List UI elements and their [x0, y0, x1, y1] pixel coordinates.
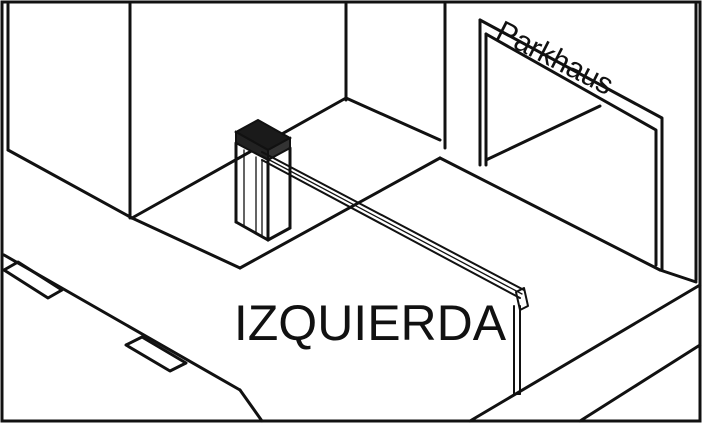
side-label: IZQUIERDA [234, 295, 507, 351]
building-walls [6, 2, 698, 282]
barrier-housing [233, 118, 293, 242]
garage-entrance [478, 18, 664, 272]
road-dash-left [2, 260, 64, 300]
arm-support-post [513, 287, 529, 395]
road-markings [2, 260, 188, 373]
road-dash-center [124, 335, 188, 373]
barrier-arm [261, 151, 525, 299]
